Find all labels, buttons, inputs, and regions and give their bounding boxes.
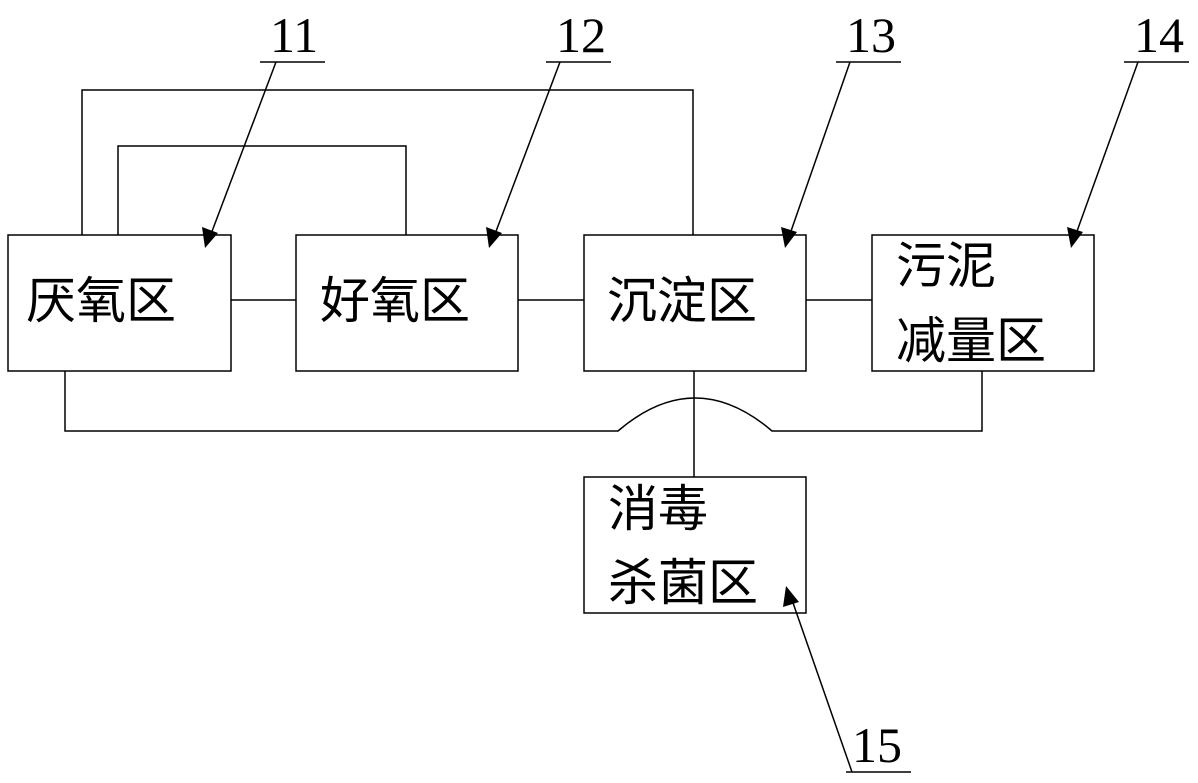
box-anaerobic: 厌氧区	[7, 234, 232, 372]
box-sedimentation-label: 沉淀区	[607, 272, 757, 330]
box-sludge-reduction-label-line1: 污泥	[896, 237, 996, 295]
leader-line	[789, 61, 851, 235]
reference-number: 14	[1134, 7, 1184, 63]
leader-line	[494, 61, 561, 235]
arrowhead-icon	[781, 227, 797, 248]
reference-14: 14	[1067, 7, 1189, 248]
reference-15: 15	[783, 586, 911, 773]
reference-number: 13	[846, 7, 896, 63]
reference-number: 12	[556, 7, 606, 63]
box-aerobic-label: 好氧区	[320, 272, 470, 330]
connector-lines	[64, 89, 983, 477]
leader-line	[210, 61, 277, 235]
box-anaerobic-label: 厌氧区	[26, 272, 176, 330]
return-line-aerobic-to-anaerobic	[117, 145, 407, 235]
box-disinfection: 消毒 杀菌区	[583, 476, 807, 614]
reference-number: 11	[270, 7, 318, 63]
arrowhead-icon	[1067, 227, 1083, 248]
box-disinfection-label-line1: 消毒	[608, 480, 708, 538]
arrowhead-icon	[783, 586, 799, 607]
return-line-sedimentation-to-anaerobic	[81, 89, 694, 235]
box-sedimentation: 沉淀区	[583, 234, 807, 372]
arrowhead-icon	[202, 227, 218, 248]
box-sludge-reduction-label-line2: 减量区	[896, 312, 1046, 370]
reference-12: 12	[486, 7, 611, 248]
leader-line	[1075, 61, 1139, 235]
arrowhead-icon	[486, 227, 502, 248]
return-line-sludge-to-anaerobic	[64, 371, 983, 432]
leader-line	[791, 599, 853, 773]
reference-number: 15	[852, 717, 902, 773]
box-disinfection-label-line2: 杀菌区	[608, 554, 758, 612]
box-sludge-reduction: 污泥 减量区	[871, 234, 1095, 372]
box-aerobic: 好氧区	[295, 234, 519, 372]
reference-13: 13	[781, 7, 901, 248]
reference-11: 11	[202, 7, 325, 248]
